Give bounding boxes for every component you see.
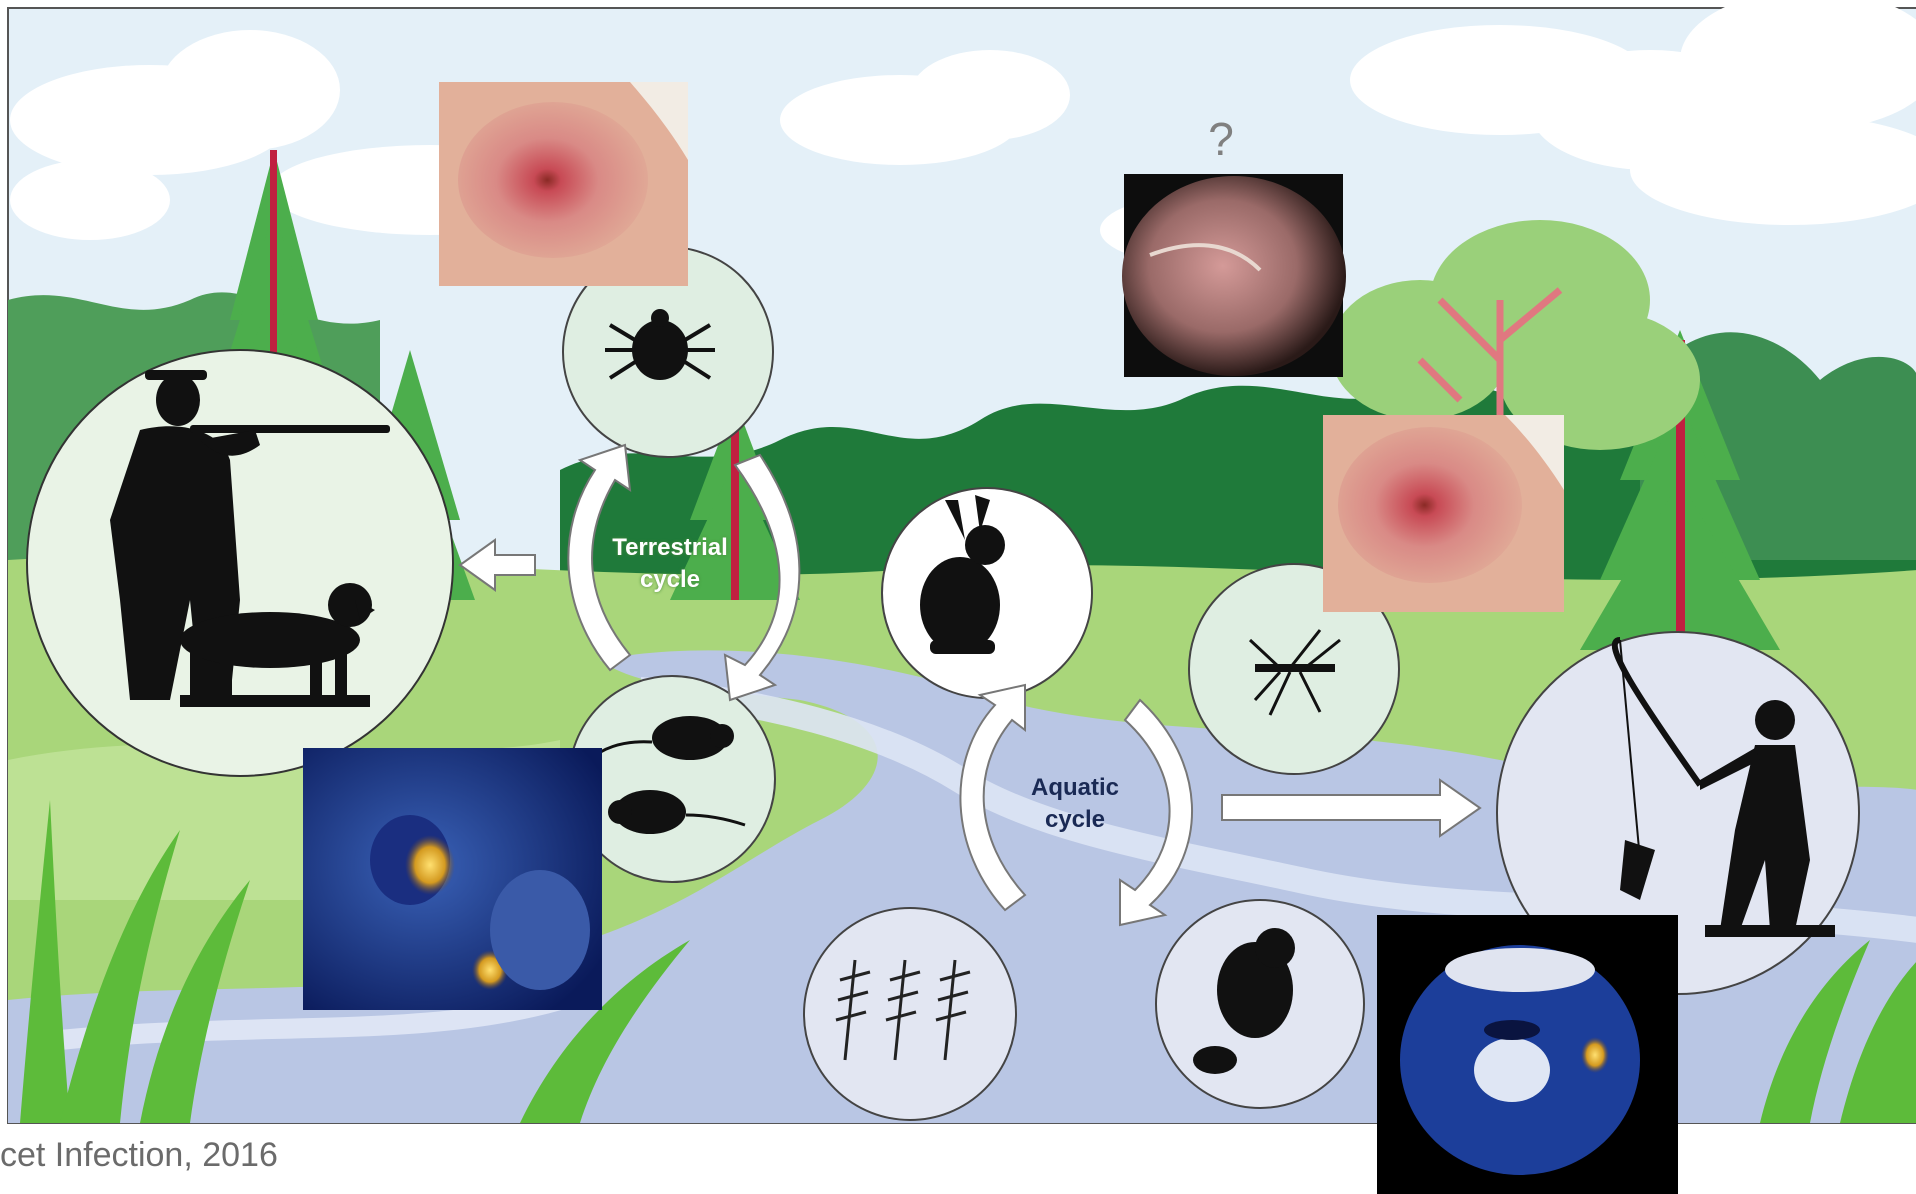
aquatic-cycle-label: Aquatic cycle (1000, 772, 1150, 836)
insect-larvae-circle (804, 908, 1016, 1120)
pet-scan-photo-left (303, 748, 602, 1010)
question-mark: ? (1196, 112, 1246, 166)
pet-scan-photo-right (1377, 915, 1678, 1194)
terrestrial-label-line1: Terrestrial (595, 532, 745, 564)
source-caption: cet Infection, 2016 (0, 1136, 278, 1175)
terrestrial-cycle-label: Terrestrial cycle (595, 532, 745, 596)
aquatic-label-line1: Aquatic (1000, 772, 1150, 804)
beaver-circle (1156, 900, 1364, 1108)
endoscopy-photo (1122, 174, 1346, 377)
hare-circle (882, 488, 1092, 698)
terrestrial-label-line2: cycle (595, 564, 745, 596)
hunter-dog-circle (27, 350, 453, 776)
aquatic-label-line2: cycle (1000, 804, 1150, 836)
skin-lesion-photo-top (439, 82, 688, 286)
skin-lesion-photo-right (1323, 415, 1564, 612)
